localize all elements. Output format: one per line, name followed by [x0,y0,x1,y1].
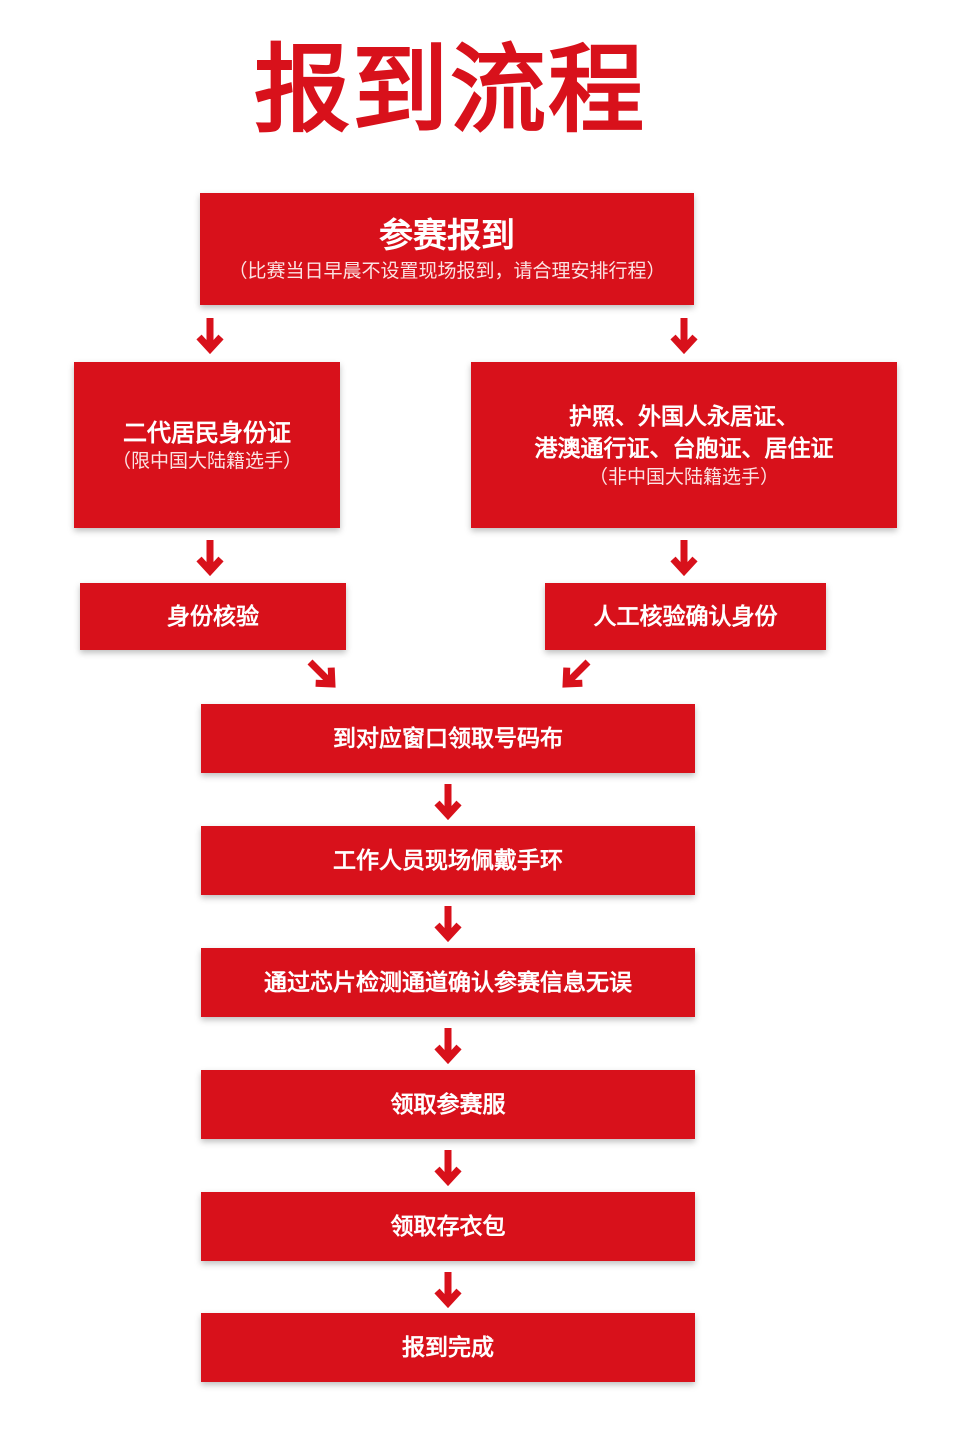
foreign-id-box: 护照、外国人永居证、 港澳通行证、台胞证、居住证 （非中国大陆籍选手） [471,362,897,528]
arrow-down-icon [437,1272,459,1303]
step-label: 领取存衣包 [390,1213,506,1240]
register-title: 参赛报到 [379,216,515,256]
step-collect-shirt-box: 领取参赛服 [201,1070,695,1139]
arrow-down-icon [437,1028,459,1059]
identity-verification-label: 身份核验 [167,603,259,630]
step-label: 领取参赛服 [390,1091,506,1118]
arrow-down-icon [437,906,459,937]
step-collect-bag-box: 领取存衣包 [201,1192,695,1261]
mainland-id-note: （限中国大陆籍选手） [111,450,302,472]
arrow-down-icon [437,1150,459,1181]
arrow-down-left-icon [558,654,595,691]
foreign-id-note: （非中国大陆籍选手） [588,466,779,488]
step-label: 通过芯片检测通道确认参赛信息无误 [264,969,632,996]
foreign-id-label-line1: 护照、外国人永居证、 [569,404,799,430]
step-label: 报到完成 [402,1334,494,1361]
arrow-down-right-icon [302,654,339,691]
foreign-id-label-line2: 港澳通行证、台胞证、居住证 [534,436,834,462]
mainland-id-label: 二代居民身份证 [123,419,291,447]
step-complete-box: 报到完成 [201,1313,695,1382]
identity-verification-box: 身份核验 [80,583,346,650]
arrow-down-icon [199,318,221,349]
step-chip-check-box: 通过芯片检测通道确认参赛信息无误 [201,948,695,1017]
arrow-down-icon [437,784,459,815]
step-label: 到对应窗口领取号码布 [333,725,563,752]
arrow-down-icon [199,540,221,571]
manual-verification-label: 人工核验确认身份 [593,603,778,630]
step-wristband-box: 工作人员现场佩戴手环 [201,826,695,895]
step-collect-bib-box: 到对应窗口领取号码布 [201,704,695,773]
page-title: 报到流程 [254,34,646,146]
register-box: 参赛报到 （比赛当日早晨不设置现场报到，请合理安排行程） [200,193,694,305]
register-note: （比赛当日早晨不设置现场报到，请合理安排行程） [228,260,666,282]
arrow-down-icon [673,318,695,349]
manual-verification-box: 人工核验确认身份 [545,583,826,650]
step-label: 工作人员现场佩戴手环 [333,847,563,874]
arrow-down-icon [673,540,695,571]
mainland-id-box: 二代居民身份证 （限中国大陆籍选手） [74,362,340,528]
